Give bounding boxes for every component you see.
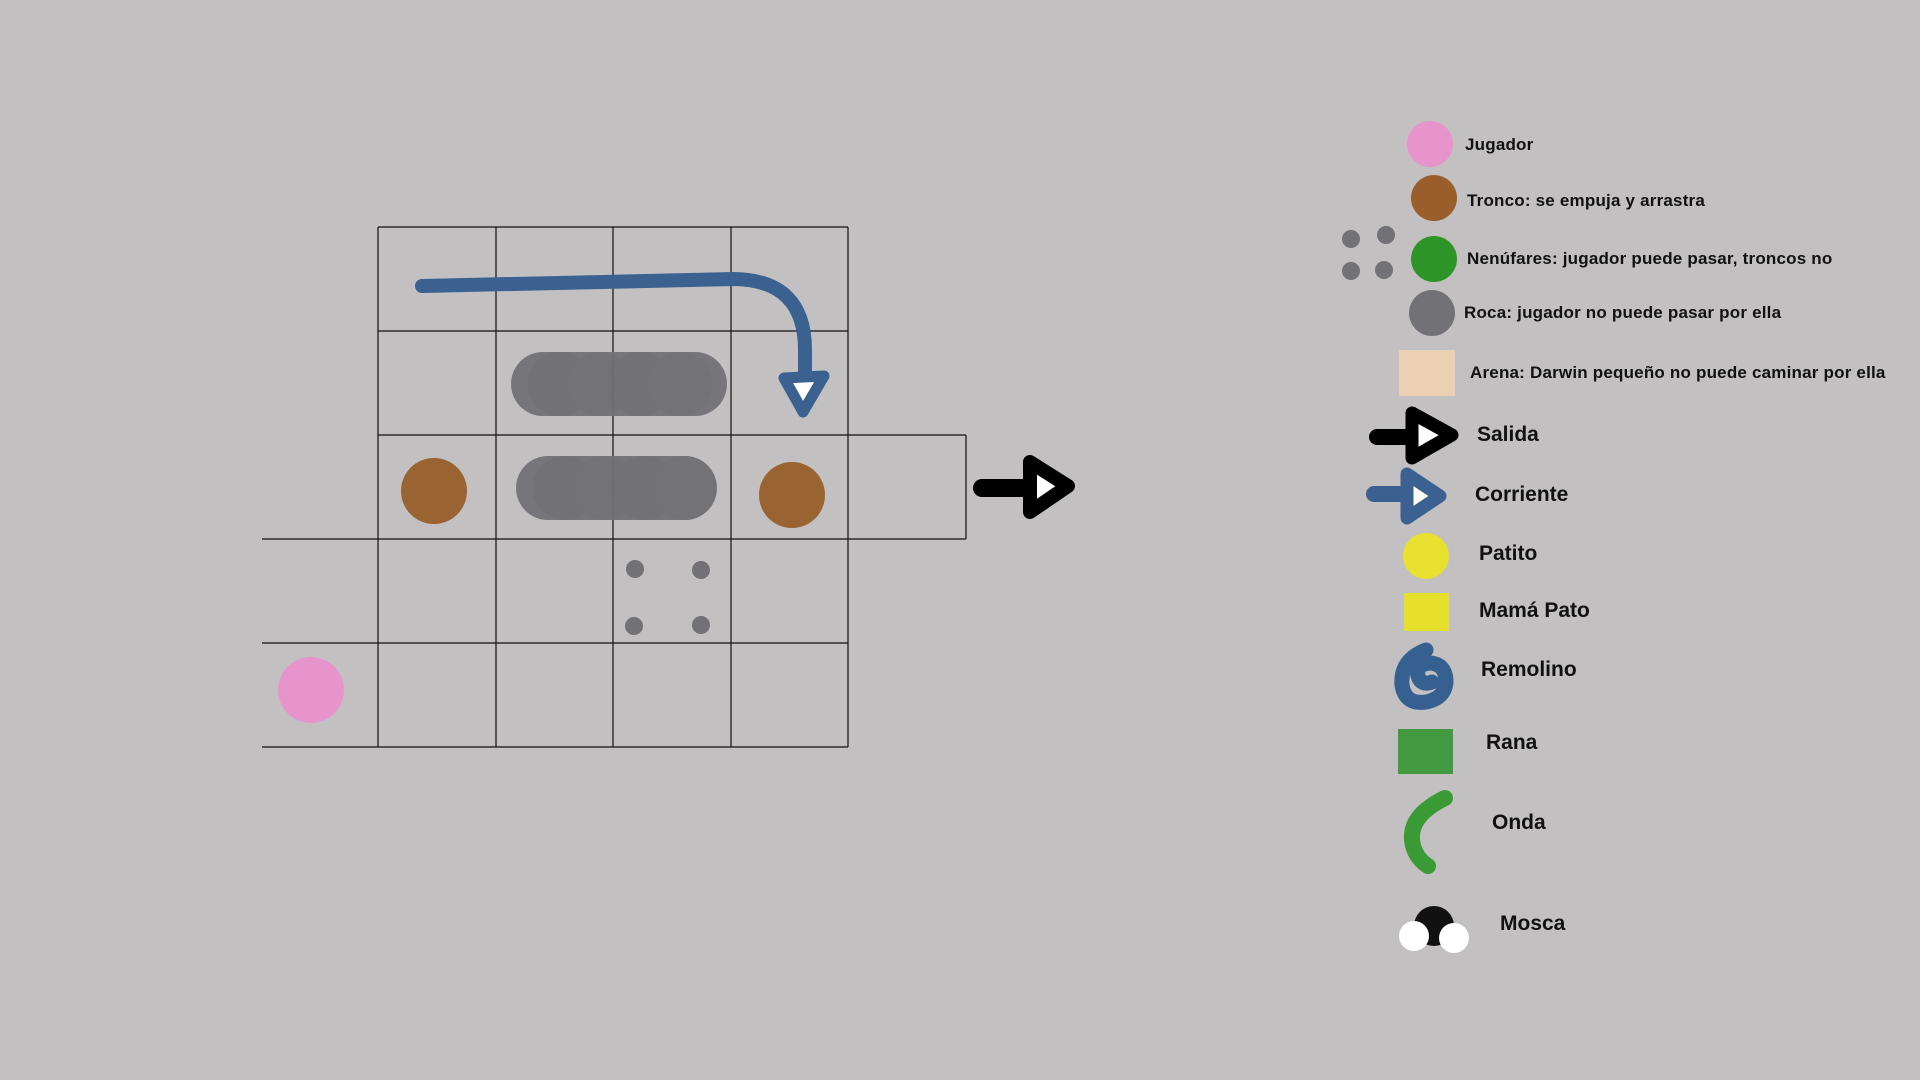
- yellow-circle-icon: [1403, 533, 1449, 579]
- legend-label-roca: Roca: jugador no puede pasar por ella: [1464, 303, 1782, 322]
- player-piece: [278, 657, 344, 723]
- legend-label-mama-pato: Mamá Pato: [1479, 599, 1590, 622]
- legend-label-tronco: Tronco: se empuja y arrastra: [1467, 191, 1706, 210]
- legend-label-salida: Salida: [1477, 423, 1539, 446]
- legend-label-nenufares: Nenúfares: jugador puede pasar, troncos …: [1467, 249, 1833, 268]
- legend-label-arena: Arena: Darwin pequeño no puede caminar p…: [1470, 363, 1886, 382]
- black-arrow-icon: [1369, 406, 1459, 465]
- sand-square-icon: [1399, 350, 1455, 396]
- log-piece: [401, 458, 467, 524]
- legend-label-mosca: Mosca: [1500, 912, 1566, 935]
- rock-cluster-row2: [511, 352, 727, 416]
- log-piece: [759, 462, 825, 528]
- lilypad-marker: [625, 560, 710, 635]
- brown-circle-icon: [1411, 175, 1457, 221]
- yellow-square-icon: [1404, 593, 1449, 631]
- legend-label-onda: Onda: [1492, 811, 1546, 834]
- fly-icon: [1399, 906, 1469, 953]
- legend-label-remolino: Remolino: [1481, 658, 1577, 681]
- lilypad-dots-icon: [1342, 226, 1395, 280]
- rock-cluster-row3: [516, 456, 717, 520]
- legend-label-corriente: Corriente: [1475, 483, 1569, 506]
- legend-label-rana: Rana: [1486, 731, 1538, 754]
- wave-icon: [1403, 790, 1453, 874]
- exit-arrow: [973, 455, 1075, 519]
- green-circle-icon: [1411, 236, 1457, 282]
- current-arrow: [415, 272, 830, 418]
- legend-label-patito: Patito: [1479, 542, 1538, 565]
- blue-arrow-icon: [1366, 467, 1447, 525]
- whirlpool-icon: [1394, 642, 1454, 710]
- pink-circle-icon: [1407, 121, 1453, 167]
- legend-label-jugador: Jugador: [1465, 135, 1534, 154]
- gray-circle-icon: [1409, 290, 1455, 336]
- green-square-icon: [1398, 729, 1453, 774]
